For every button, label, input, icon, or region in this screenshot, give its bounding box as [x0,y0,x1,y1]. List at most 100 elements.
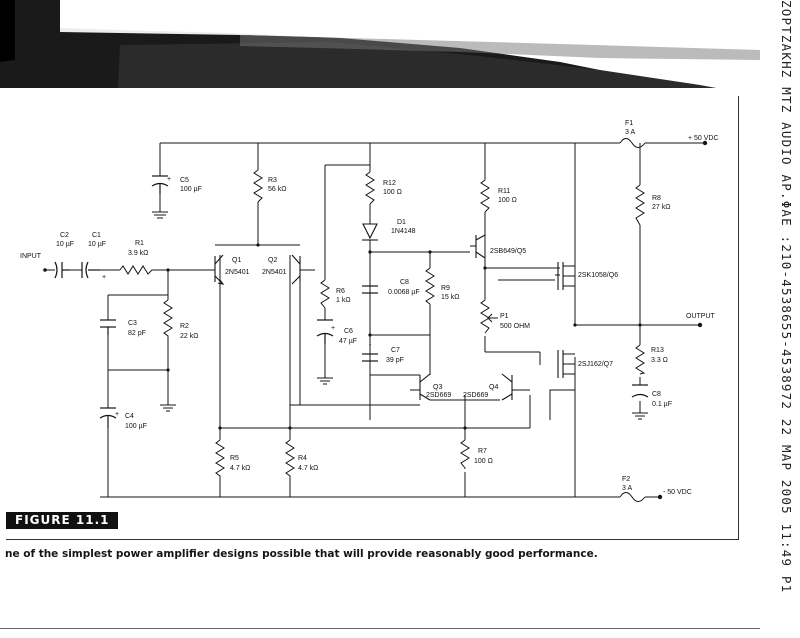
q7-label: 2SJ162/Q7 [578,361,613,368]
c9-ref: C8 [652,391,661,398]
c6-ref: C6 [344,328,353,335]
r9-ref: R9 [441,285,450,292]
q1-value: 2N5401 [225,269,250,276]
transistor-q5 [470,234,486,259]
p1-value: 500 OHM [500,323,530,330]
transistor-q1 [205,254,225,285]
capacitor-c7 [362,353,378,362]
capacitor-symbols [54,175,649,428]
c4-value: 100 µF [125,423,147,430]
mosfet-q6 [557,262,575,290]
schematic-wiring [45,142,705,498]
capacitor-c4 [99,407,117,428]
c3-ref: C3 [128,320,137,327]
r5-ref: R5 [230,455,239,462]
c8-ref: C8 [400,279,409,286]
c3-value: 82 pF [128,330,146,337]
diode-d1 [362,223,378,241]
r6-ref: R6 [336,288,345,295]
polarity-marks: + + + + - [102,176,372,418]
q4-value: 2SD669 [463,392,488,399]
r9-value: 15 kΩ [441,294,459,301]
r11-value: 100 Ω [498,197,517,204]
c5-ref: C5 [180,177,189,184]
r7-ref: R7 [478,448,487,455]
terminal-dots [43,140,708,500]
r13-value: 3.3 Ω [651,357,668,364]
f2-value: 3 A [622,485,632,492]
capacitor-c9 [631,384,649,398]
r1-value: 3.9 kΩ [128,250,148,257]
r6-value: 1 kΩ [336,297,351,304]
figure-number-tag: FIGURE 11.1 [6,512,119,529]
potentiometer-p1 [480,299,498,334]
fuse-f2 [619,492,646,502]
fuse-symbols [619,138,646,502]
c4-ref: C4 [125,413,134,420]
r12-ref: R12 [383,180,396,187]
r4-ref: R4 [298,455,307,462]
capacitor-c2 [54,261,70,279]
svg-text:+: + [331,325,335,332]
q1-ref: Q1 [232,257,241,264]
r8-value: 27 kΩ [652,204,670,211]
fuse-f1 [619,138,646,148]
capacitor-c8 [362,285,378,294]
r3-ref: R3 [268,177,277,184]
frame-bottom-border [6,539,739,540]
frame-right-border [738,96,739,540]
resistor-r4 [285,439,295,480]
input-label: INPUT [20,253,42,260]
d1-ref: D1 [397,219,406,226]
r13-ref: R13 [651,347,664,354]
r12-value: 100 Ω [383,189,402,196]
svg-text:+: + [102,274,106,281]
transistor-symbols [205,234,575,401]
fax-header-text: ZOPTZAKHZ MTZ AUDIO AP.ΦAE :210-4538655-… [779,0,794,594]
f1-ref: F1 [625,120,633,127]
q2-ref: Q2 [268,257,277,264]
c7-ref: C7 [391,347,400,354]
c2-value: 10 µF [56,241,74,248]
p1-ref: P1 [500,313,509,320]
fax-header-strip: ZOPTZAKHZ MTZ AUDIO AP.ΦAE :210-4538655-… [774,0,800,638]
r8-ref: R8 [652,195,661,202]
transistor-q3 [410,373,431,401]
resistor-r11 [480,179,490,213]
schematic-labels: + 50 VDC - 50 VDC INPUT OUTPUT F1 3 A F2… [20,120,719,496]
c5-value: 100 µF [180,186,202,193]
resistor-r3 [253,169,263,203]
r7-value: 100 Ω [474,458,493,465]
output-label: OUTPUT [686,313,716,320]
resistor-r5 [215,439,225,480]
amplifier-schematic: + + + + - + 50 VDC - 50 VD [20,120,719,502]
capacitor-c6 [316,319,334,344]
transistor-q4 [501,373,530,401]
q3-ref: Q3 [433,384,442,391]
capacitor-c5 [151,175,169,194]
r11-ref: R11 [498,188,510,195]
r2-value: 22 kΩ [180,333,198,340]
q2-value: 2N5401 [262,269,287,276]
page-bottom-line [0,628,760,629]
f1-value: 3 A [625,129,635,136]
figure-caption: ne of the simplest power amplifier desig… [5,548,598,560]
capacitor-c3 [100,319,116,335]
c8-value: 0.0068 µF [388,289,420,296]
f2-ref: F2 [622,476,630,483]
transistor-q2 [291,254,301,285]
resistor-r7 [460,439,470,469]
r1-ref: R1 [135,240,144,247]
svg-text:-: - [369,342,372,349]
resistor-r13 [635,344,646,375]
resistor-symbols [119,169,646,480]
mosfet-q7 [557,350,575,378]
ground-symbols [152,211,648,420]
r4-value: 4.7 kΩ [298,465,318,472]
scan-edge-shadow [0,0,760,96]
rail-negative-label: - 50 VDC [663,489,692,496]
c7-value: 39 pF [386,357,404,364]
svg-text:+: + [167,176,171,183]
c1-value: 10 µF [88,241,106,248]
q4-ref: Q4 [489,384,498,391]
